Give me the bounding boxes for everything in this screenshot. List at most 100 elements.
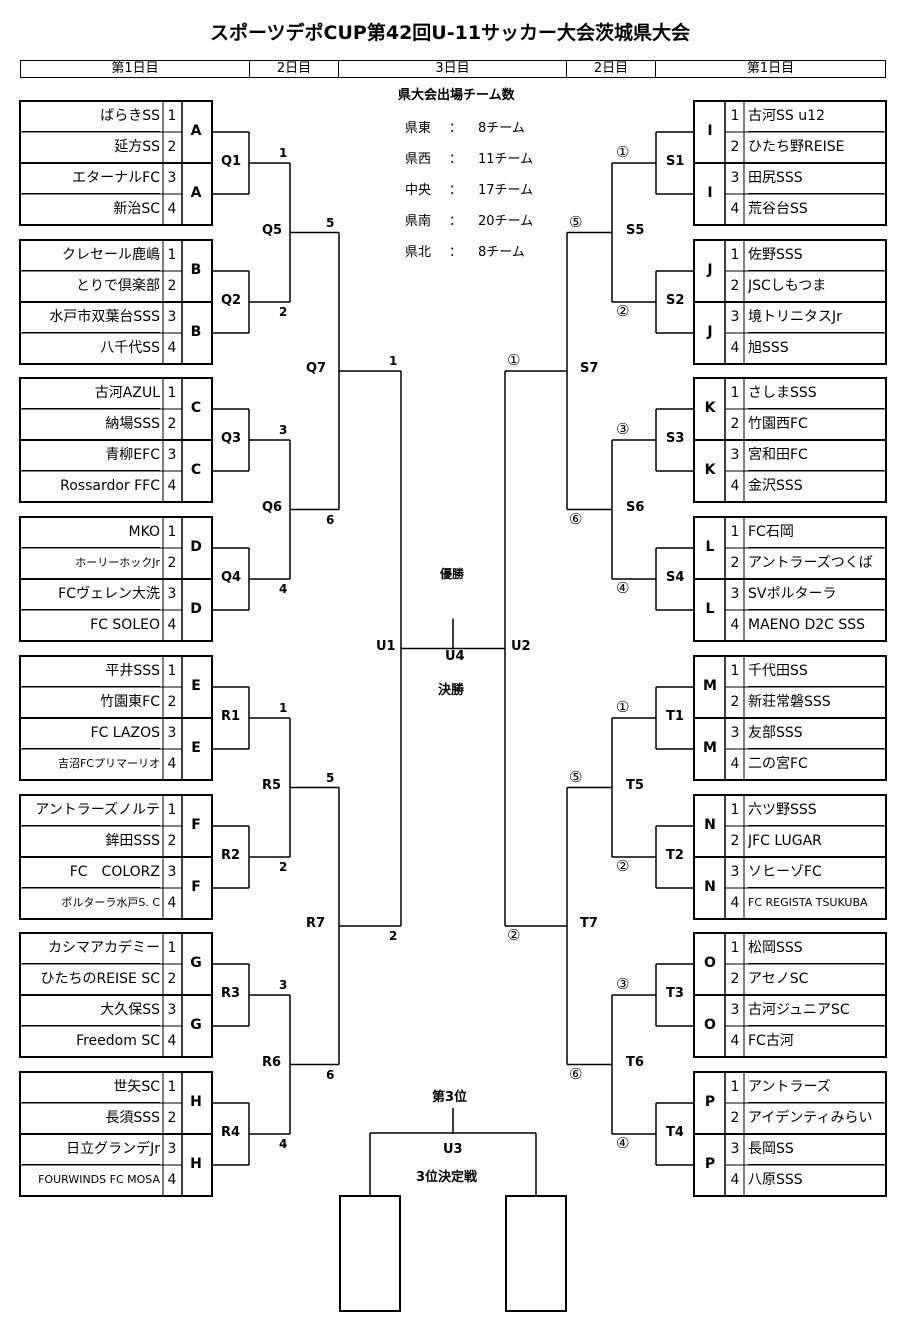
group-letter: K bbox=[704, 400, 716, 416]
group-letter: B bbox=[190, 262, 202, 278]
seed-number: 2 bbox=[167, 694, 177, 710]
team-count-sep: ： bbox=[449, 183, 463, 198]
group-letter: G bbox=[190, 955, 202, 971]
seed-number: 1 bbox=[730, 940, 740, 956]
round3-label: Q7 bbox=[306, 361, 327, 376]
seed-number: 1 bbox=[730, 108, 740, 124]
team-name: 大久保SS bbox=[22, 995, 160, 1026]
team-name: さしまSSS bbox=[748, 378, 884, 409]
seed-number: 1 bbox=[730, 1079, 740, 1095]
seed-number: 3 bbox=[167, 1141, 177, 1157]
slot-label: 2 bbox=[279, 305, 288, 319]
seed-number: 4 bbox=[730, 201, 740, 217]
team-count-sep: ： bbox=[449, 214, 463, 229]
seed-number: 2 bbox=[730, 416, 740, 432]
team-name: アセノSC bbox=[748, 964, 884, 995]
team-name: 新荘常磐SSS bbox=[748, 687, 884, 718]
team-name: ホーリーホックJr bbox=[22, 548, 160, 579]
seed-number: 1 bbox=[167, 663, 177, 679]
slot-label: 4 bbox=[279, 1137, 288, 1151]
match-label: R1 bbox=[221, 709, 241, 724]
group-letter: K bbox=[704, 462, 716, 478]
team-name: とりで倶楽部 bbox=[22, 271, 160, 302]
round3-label: T7 bbox=[580, 916, 598, 931]
seed-number: 4 bbox=[167, 340, 177, 356]
team-name: アントラーズノルテ bbox=[22, 795, 160, 826]
group-letter: M bbox=[703, 678, 717, 694]
round2-label: T5 bbox=[626, 777, 644, 793]
slot-label: ⑤ bbox=[569, 212, 583, 231]
slot-label: ② bbox=[507, 926, 521, 944]
seed-number: 1 bbox=[167, 524, 177, 540]
team-count-count: 11チーム bbox=[478, 152, 534, 167]
team-name: ポルターラ水戸S. C bbox=[61, 896, 160, 909]
team-name: SVポルターラ bbox=[748, 579, 884, 610]
third-place-title: 第3位 bbox=[432, 1090, 468, 1105]
seed-number: 3 bbox=[167, 1002, 177, 1018]
seed-number: 3 bbox=[730, 309, 740, 325]
match-label: S2 bbox=[666, 293, 685, 308]
seed-number: 3 bbox=[730, 864, 740, 880]
seed-number: 2 bbox=[730, 971, 740, 987]
seed-number: 2 bbox=[730, 694, 740, 710]
team-name: アントラーズ bbox=[748, 1072, 884, 1103]
header-day1-left: 第1日目 bbox=[20, 60, 250, 78]
seed-number: 3 bbox=[730, 586, 740, 602]
seed-number: 3 bbox=[730, 447, 740, 463]
team-name: 水戸市双葉台SSS bbox=[22, 302, 160, 333]
group-letter: E bbox=[191, 740, 201, 756]
slot-label: 6 bbox=[326, 512, 335, 527]
round3-label: R7 bbox=[306, 916, 326, 931]
seed-number: 4 bbox=[167, 895, 177, 911]
seed-number: 3 bbox=[730, 170, 740, 186]
slot-label: 5 bbox=[326, 770, 335, 785]
seed-number: 2 bbox=[167, 971, 177, 987]
slot-label: 2 bbox=[389, 929, 398, 943]
seed-number: 2 bbox=[167, 278, 177, 294]
team-name: 古河ジュニアSC bbox=[748, 995, 884, 1026]
seed-number: 2 bbox=[730, 139, 740, 155]
seed-number: 1 bbox=[730, 247, 740, 263]
team-name: FC COLORZ bbox=[22, 857, 160, 888]
team-name: Freedom SC bbox=[76, 1033, 160, 1049]
team-name: 荒谷台SS bbox=[748, 201, 808, 217]
slot-label: ② bbox=[616, 302, 630, 320]
seed-number: 1 bbox=[730, 385, 740, 401]
group-letter: N bbox=[704, 879, 716, 895]
group-letter: G bbox=[190, 1017, 202, 1033]
group-letter: F bbox=[191, 817, 201, 833]
team-count-sep: ： bbox=[449, 152, 463, 167]
seed-number: 4 bbox=[167, 201, 177, 217]
group-letter: O bbox=[704, 955, 716, 971]
slot-label: 3 bbox=[279, 978, 288, 992]
team-name: JSCしもつま bbox=[748, 271, 884, 302]
match-label: S3 bbox=[666, 431, 685, 446]
seed-number: 4 bbox=[167, 756, 177, 772]
team-name: ひたちのREISE SC bbox=[22, 964, 160, 995]
team-count-region: 県北 bbox=[405, 245, 432, 260]
round2-label: Q5 bbox=[262, 222, 283, 238]
slot-label: ③ bbox=[616, 975, 630, 993]
match-label: R4 bbox=[221, 1125, 241, 1140]
slot-label: 1 bbox=[279, 146, 288, 160]
group-letter: M bbox=[703, 740, 717, 756]
slot-label: 4 bbox=[279, 582, 288, 596]
team-name: 八千代SS bbox=[100, 340, 160, 356]
slot-label: 6 bbox=[326, 1067, 335, 1082]
team-name: FC古河 bbox=[748, 1033, 794, 1049]
seed-number: 3 bbox=[167, 447, 177, 463]
header-day1-right: 第1日目 bbox=[656, 60, 886, 78]
team-name: 平井SSS bbox=[22, 656, 160, 687]
group-letter: D bbox=[190, 539, 202, 555]
team-name: 古河AZUL bbox=[22, 378, 160, 409]
group-letter: A bbox=[190, 123, 202, 139]
seed-number: 1 bbox=[730, 802, 740, 818]
team-count-count: 20チーム bbox=[478, 214, 534, 229]
round2-label: S5 bbox=[626, 222, 645, 238]
page-title: スポーツデポCUP第42回U-11サッカー大会茨城県大会 bbox=[209, 22, 691, 44]
team-name: 青柳EFC bbox=[22, 440, 160, 471]
team-name: アントラーズつくば bbox=[748, 548, 884, 579]
team-count-sep: ： bbox=[449, 245, 463, 260]
seed-number: 3 bbox=[730, 1002, 740, 1018]
